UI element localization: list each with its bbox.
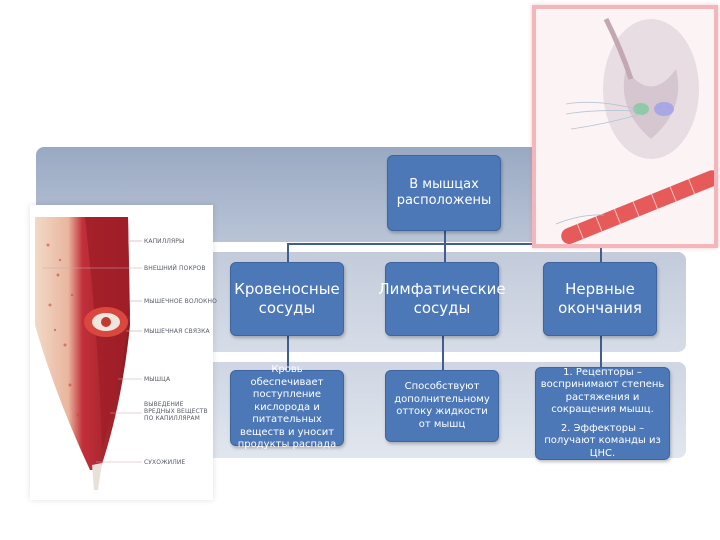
node-lymph-description: Способствуют дополнительному оттоку жидк… [385, 370, 499, 442]
connector-lymph-desc [442, 336, 444, 370]
muscle-label-bundle: МЫШЕЧНАЯ СВЯЗКА [144, 328, 210, 335]
muscle-label-tendon: СУХОЖИЛИЕ [144, 459, 186, 466]
connector-blood-desc [287, 336, 289, 370]
muscle-label-capillaries: КАПИЛЛЯРЫ [144, 238, 185, 245]
muscle-label-fiber: МЫШЕЧНОЕ ВОЛОКНО [144, 298, 217, 305]
muscle-illustration: КАПИЛЛЯРЫ ВНЕШНИЙ ПОКРОВ МЫШЕЧНОЕ ВОЛОКН… [30, 205, 217, 500]
nerve-drawing [555, 17, 720, 244]
node-blood-description: Кровь обеспечивает поступление кислорода… [230, 364, 344, 450]
connector-to-lymph [444, 243, 446, 262]
node-blood-vessels-title: Кровеносные сосуды [234, 280, 340, 317]
muscle-drawing [35, 217, 142, 490]
muscle-label-waste-removal: ВЫВЕДЕНИЕ ВРЕДНЫХ ВЕЩЕСТВ ПО КАПИЛЛЯРАМ [144, 401, 208, 422]
node-lymph-vessels: Лимфатические сосуды [378, 262, 506, 336]
connector-to-blood [287, 243, 289, 262]
node-nerve-endings-title: Нервные окончания [558, 280, 642, 317]
blood-description: Кровь обеспечивает поступление кислорода… [237, 364, 337, 451]
muscle-label-outer-cover: ВНЕШНИЙ ПОКРОВ [144, 265, 206, 272]
root-node: В мышцах расположены [387, 155, 501, 231]
nerve-illustration [532, 5, 720, 248]
effectors-description: 2. Эффекторы – получают команды из ЦНС. [544, 422, 661, 459]
node-lymph-vessels-title: Лимфатические сосуды [378, 280, 506, 317]
node-nerve-endings: Нервные окончания [543, 262, 657, 336]
connector-nerve-desc [600, 336, 602, 367]
connector-root-down [444, 231, 446, 244]
lymph-description: Способствуют дополнительному оттоку жидк… [394, 381, 490, 430]
connector-to-nerve [600, 243, 602, 262]
receptors-description: 1. Рецепторы – воспринимают степень раст… [540, 366, 665, 416]
root-title: В мышцах расположены [396, 177, 492, 208]
node-nerve-description: 1. Рецепторы – воспринимают степень раст… [535, 367, 670, 460]
muscle-label-muscle: МЫШЦА [144, 376, 171, 383]
node-blood-vessels: Кровеносные сосуды [230, 262, 344, 336]
